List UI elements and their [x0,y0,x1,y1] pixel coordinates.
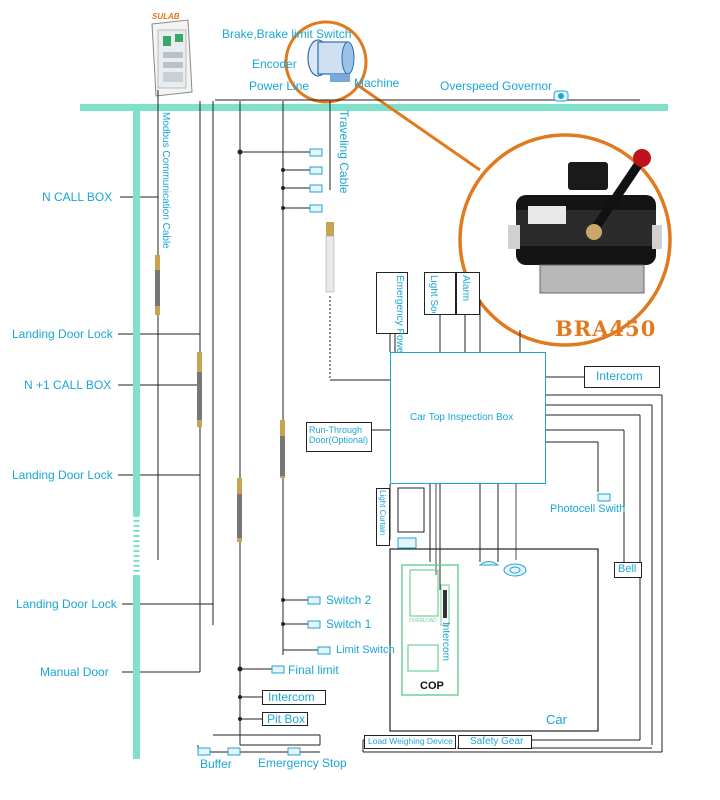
emergency-power-box [376,272,408,334]
intercom-cop-label: Intercom [440,622,451,661]
hoistway-left-rail [133,104,140,759]
car-frame [389,548,599,732]
emergency-power-label: Emergency Power [394,275,405,357]
load-weighing-label: Load Weighing Device [368,736,453,746]
light-curtain-label: Light Curtain [378,490,387,536]
photocell-switch-label: Photocell Swith [550,503,626,515]
alarm-box [456,272,480,315]
car-top-box-label: Car Top Inspection Box [410,412,514,423]
intercom-top-box [584,366,660,388]
light-socket-box [424,272,456,315]
brake-switch-illustration [508,149,662,294]
intercom-pit-box [262,690,326,705]
cable-segment [155,222,335,542]
safety-gear-box [458,735,532,749]
buffer-label: Buffer [200,757,232,771]
intercom-pit-label: Intercom [268,690,315,704]
load-weighing-box [364,735,456,749]
final-limit-label: Final limit [288,663,339,677]
light-curtain-device [397,487,425,533]
machine-label: Machine [354,76,400,90]
n-call-box-label: N CALL BOX [42,190,113,204]
n1-call-box-label: N +1 CALL BOX [24,378,112,392]
modbus-cable-label: Modbus Communication Cable [160,112,171,249]
callout-small-circle [284,20,368,104]
landing-door-lock-2-label: Landing Door Lock [12,468,113,482]
intercom-top-label: Intercom [596,369,643,383]
encoder-label: Encoder [252,57,297,71]
switch-2-label: Switch 2 [326,593,372,607]
hoistway-top-rail [80,104,668,111]
run-through-door-box [306,422,372,452]
car-label: Car [546,712,567,727]
run-through-door-label: Run-Through Door(Optional) [309,425,369,445]
safety-gear-label: Safety Gear [470,736,524,747]
bell-label: Bell [618,563,637,575]
switch-1-label: Switch 1 [326,617,372,631]
manual-door-label: Manual Door [40,665,109,679]
cop-label: COP [420,680,444,692]
car-top-inspection-box [390,352,546,484]
light-socket-label: Light Socket [428,275,438,313]
pit-box-label: Pit Box [267,712,306,726]
cop-panel [401,564,459,696]
overload-label: OVERLOAD [409,618,437,624]
brake-model-label: BRA450 [555,316,657,341]
traction-machine-icon [307,39,355,82]
traveling-cable-label: Traveling Cable [337,110,351,194]
light-curtain-box [376,488,390,546]
pit-box [262,712,308,726]
limit-switch-label: Limit Switch [336,644,395,656]
overspeed-governor-label: Overspeed Governor [440,79,553,93]
car-lamp-icon [478,561,527,577]
brand-logo: SULAB [152,12,180,21]
control-cabinet [151,19,193,97]
governor-icon [553,90,569,102]
brake-switch-label: Brake,Brake limit Switch [222,27,352,41]
landing-door-lock-1-label: Landing Door Lock [12,327,113,341]
emergency-stop-label: Emergency Stop [258,756,347,770]
alarm-label: Alarm [460,275,471,302]
landing-door-lock-3-label: Landing Door Lock [16,597,117,611]
power-line-label: Power Line [249,79,310,93]
bell-box [614,562,642,578]
